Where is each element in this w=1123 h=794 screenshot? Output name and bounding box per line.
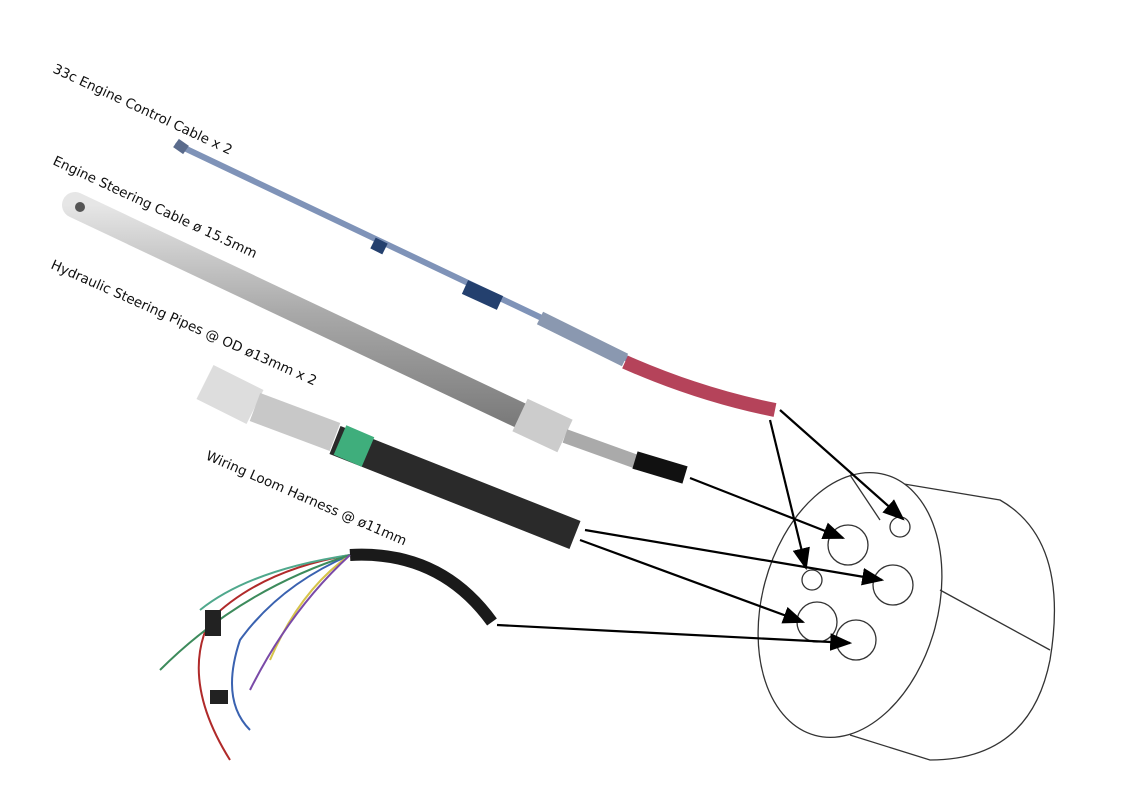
port-large-4 (835, 619, 877, 661)
port-large-1 (827, 524, 869, 566)
label-control-cable: 33c Engine Control Cable x 2 (50, 61, 234, 158)
arrow (779, 409, 905, 521)
arrow (584, 528, 885, 586)
arrow (496, 623, 853, 651)
hydraulic-pipe (196, 365, 581, 549)
gland-cylinder (757, 471, 1056, 761)
wiring-loom (159, 548, 497, 761)
control-cable (173, 138, 777, 417)
port-small-1 (889, 516, 911, 538)
arrow (768, 419, 810, 571)
arrow (579, 538, 806, 624)
steering-cable (62, 192, 688, 484)
arrow (689, 476, 846, 540)
arrows (496, 409, 905, 651)
label-hydraulic-pipes: Hydraulic Steering Pipes @ OD ø13mm x 2 (48, 257, 319, 389)
port-large-2 (872, 564, 914, 606)
port-small-2 (801, 569, 823, 591)
